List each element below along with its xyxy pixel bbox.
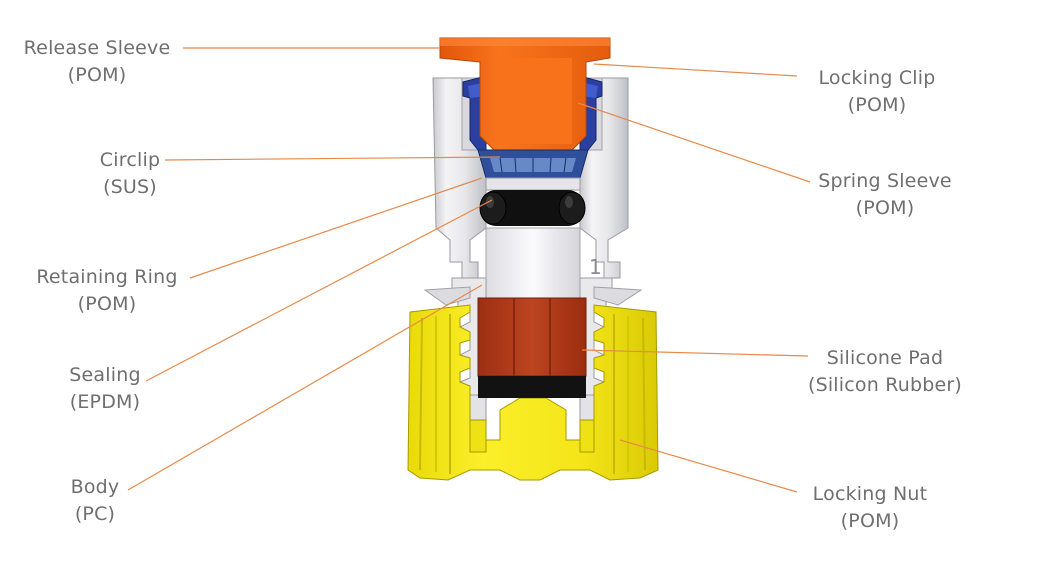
leader-body: [127, 284, 483, 491]
retaining-ring-part: [485, 177, 581, 191]
label-release-sleeve: Release Sleeve (POM): [12, 35, 182, 89]
silicone-pad-part: [477, 297, 587, 398]
locking-nut-part: [407, 304, 659, 481]
label-silicone-pad-name: Silicone Pad: [826, 347, 944, 369]
sealing-part: [479, 190, 586, 226]
leader-spring-sleeve: [577, 102, 811, 183]
label-locking-clip: Locking Clip (POM): [797, 65, 957, 119]
label-circlip: Circlip (SUS): [70, 147, 190, 201]
leader-sealing: [145, 199, 493, 382]
label-silicone-pad-material: (Silicon Rubber): [807, 374, 963, 396]
label-release-sleeve-name: Release Sleeve: [23, 37, 171, 59]
label-silicone-pad: Silicone Pad (Silicon Rubber): [790, 345, 980, 399]
leader-circlip: [164, 156, 501, 161]
label-locking-nut-material: (POM): [840, 510, 900, 532]
label-locking-clip-name: Locking Clip: [818, 67, 936, 89]
label-release-sleeve-material: (POM): [67, 64, 127, 86]
label-body-name: Body: [70, 476, 120, 498]
label-locking-nut: Locking Nut (POM): [790, 481, 950, 535]
label-locking-nut-name: Locking Nut: [812, 483, 928, 505]
leader-locking-clip: [593, 63, 798, 77]
label-circlip-material: (SUS): [103, 176, 157, 198]
leader-lines: [127, 47, 811, 493]
body-mark: 1: [589, 255, 602, 279]
label-body: Body (PC): [55, 474, 135, 528]
leader-retaining-ring: [189, 177, 483, 279]
label-sealing-name: Sealing: [69, 364, 141, 386]
label-sealing: Sealing (EPDM): [50, 362, 160, 416]
release-sleeve-part: [439, 37, 611, 151]
label-spring-sleeve-name: Spring Sleeve: [818, 170, 952, 192]
label-retaining-ring: Retaining Ring (POM): [22, 264, 192, 318]
label-circlip-name: Circlip: [99, 149, 161, 171]
label-retaining-ring-material: (POM): [77, 293, 137, 315]
circlip-part: [477, 149, 589, 179]
label-spring-sleeve-material: (POM): [855, 197, 915, 219]
label-retaining-ring-name: Retaining Ring: [36, 266, 178, 288]
label-spring-sleeve: Spring Sleeve (POM): [805, 168, 965, 222]
label-locking-clip-material: (POM): [847, 94, 907, 116]
label-sealing-material: (EPDM): [69, 391, 141, 413]
leader-silicone-pad: [581, 349, 809, 357]
label-body-material: (PC): [74, 503, 116, 525]
leader-locking-nut: [619, 439, 798, 493]
